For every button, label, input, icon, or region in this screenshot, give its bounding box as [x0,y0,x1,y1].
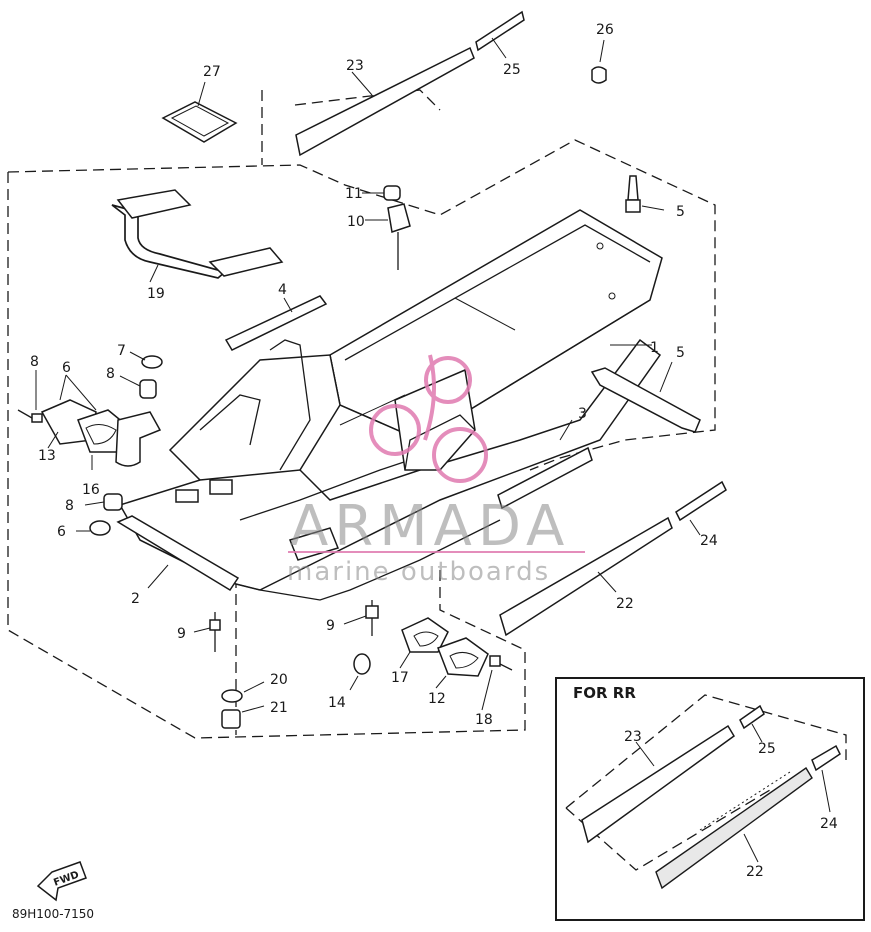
part-6-grommet-lower [76,520,111,536]
part-7-grommet [129,351,163,369]
part-11-grommet [362,185,401,201]
label-19: 19 [147,286,165,302]
part-23-decal [295,46,475,157]
label-14: 14 [328,695,346,711]
part-12-mount [435,637,489,689]
label-6-lower: 6 [57,524,66,540]
inset-part-23-decal [581,724,735,844]
label-25: 25 [503,62,521,78]
part-2-rail [116,515,240,592]
part-4-rail [224,295,328,351]
part-5-bolt-upper [625,175,665,213]
part-13-line [47,431,59,449]
part-8-bushing-upper [119,375,157,399]
label-8-upper: 8 [106,366,115,382]
label-24: 24 [700,533,718,549]
label-2: 2 [131,591,140,607]
part-21-nut [221,705,265,729]
part-9-bolt-left [193,612,221,652]
part-17-mount [399,617,449,669]
part-24-decal [675,480,727,536]
label-9-left: 9 [177,626,186,642]
part-8-bushing-lower [84,493,123,511]
label-6-upper: 6 [62,360,71,376]
watermark: ARMADA marine outboards [287,354,585,587]
part-20-washer [221,681,265,703]
watermark-logo-icon [369,354,488,483]
inset-label-22: 22 [746,864,764,880]
label-21: 21 [270,700,288,716]
inset-part-24-decal [811,744,841,813]
label-27: 27 [203,64,221,80]
inset-label-25: 25 [758,741,776,757]
fwd-arrow-icon: FWD [36,861,87,902]
part-labels: 27 23 25 26 11 10 5 19 4 1 5 7 8 8 6 13 … [30,22,718,728]
part-16-damper [91,411,162,470]
label-17: 17 [391,670,409,686]
part-1-main-frame [118,209,663,601]
label-10: 10 [347,214,365,230]
inset-for-rr: FOR RR 23 25 24 22 [555,677,865,921]
dashed-group-outline [7,89,716,739]
label-8-lower: 8 [65,498,74,514]
label-12: 12 [428,691,446,707]
diagram-code: 89H100-7150 [12,907,94,921]
part-25-decal [475,10,525,59]
label-4: 4 [278,282,287,298]
label-7: 7 [117,343,126,359]
part-18-bolt [481,655,513,711]
part-5-bracket-right [590,361,701,433]
label-1: 1 [650,340,659,356]
part-3-rail [497,419,593,510]
part-19-handle-bar [111,189,284,283]
label-5-right: 5 [676,345,685,361]
inset-part-22-decal [655,766,813,890]
part-26-cap [591,39,607,84]
part-9-bolt-right [343,600,379,636]
label-18: 18 [475,712,493,728]
inset-label-24: 24 [820,816,838,832]
inset-label-23: 23 [624,729,642,745]
label-3: 3 [578,406,587,422]
label-23: 23 [346,58,364,74]
part-8-bolt-left [17,370,43,423]
label-22: 22 [616,596,634,612]
label-9-right: 9 [326,618,335,634]
label-20: 20 [270,672,288,688]
part-10-bracket [365,203,411,270]
label-5-upper: 5 [676,204,685,220]
label-26: 26 [596,22,614,38]
label-16: 16 [82,482,100,498]
label-13: 13 [38,448,56,464]
inset-title: FOR RR [573,684,636,702]
part-22-decal [499,516,673,637]
part-27-panel [161,81,238,143]
label-8-left: 8 [30,354,39,370]
watermark-tagline: marine outboards [287,557,550,587]
part-14-grommet [349,653,371,691]
watermark-brand: ARMADA [290,494,570,559]
label-11: 11 [345,186,363,202]
inset-part-25-decal [739,704,765,743]
